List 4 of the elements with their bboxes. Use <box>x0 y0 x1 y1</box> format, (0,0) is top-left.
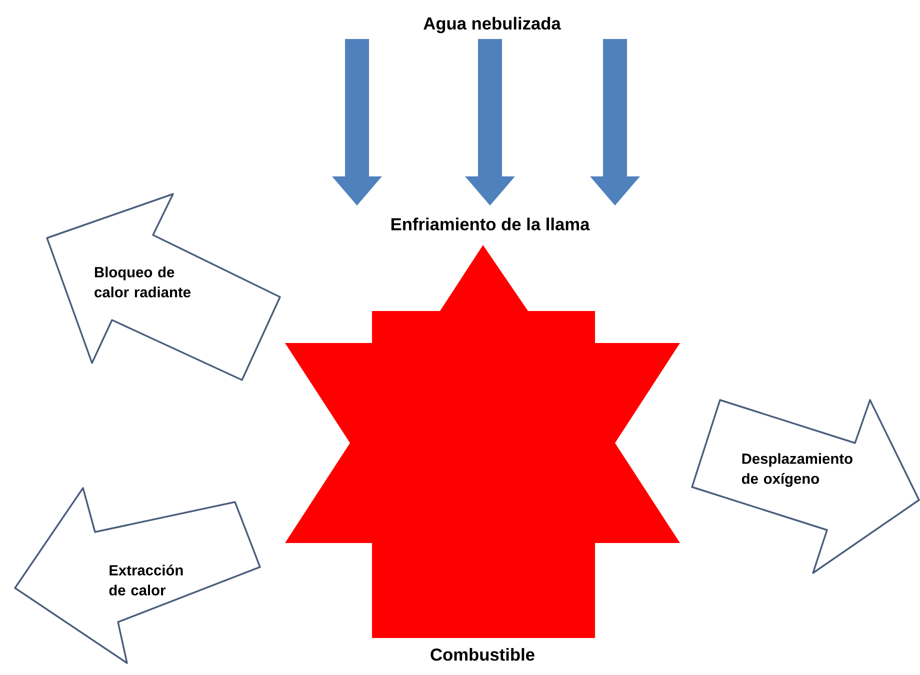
heading-text: Enfriamiento de la llama <box>391 218 590 230</box>
heading-text: Agua nebulizada <box>424 16 561 34</box>
node-label: Combustible <box>430 648 534 661</box>
star-shape <box>285 245 680 638</box>
